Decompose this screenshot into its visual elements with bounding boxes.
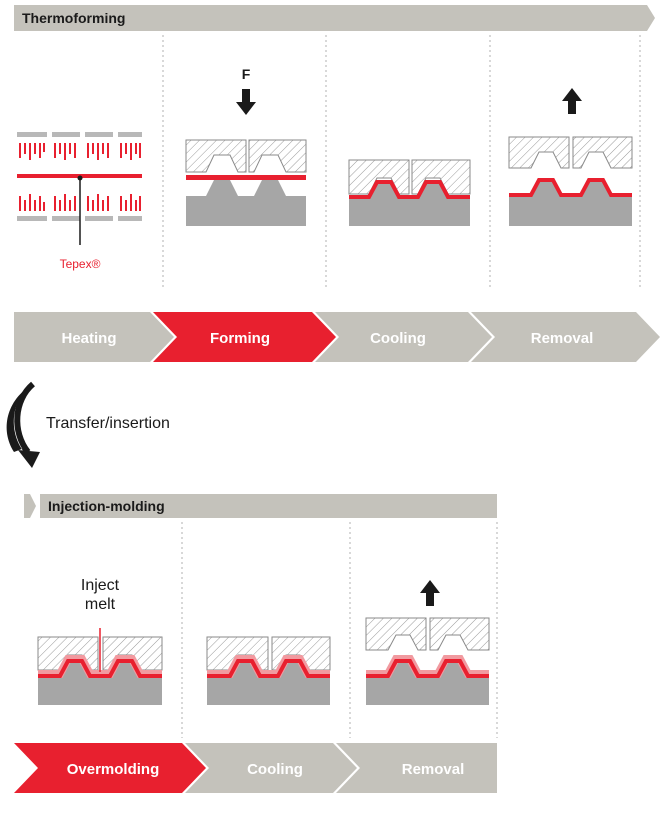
thermoforming-header: Thermoforming xyxy=(14,5,655,31)
inject-label-line2: melt xyxy=(85,596,116,613)
stage-separators-bottom xyxy=(181,522,498,738)
thermoforming-steps: Heating Forming Cooling Removal xyxy=(14,312,660,362)
step-injection-cooling xyxy=(185,743,357,793)
forming-illustration: F xyxy=(185,66,307,226)
transfer-label: Transfer/insertion xyxy=(46,415,170,432)
step-overmolding xyxy=(14,743,206,793)
injection-cooling-illustration xyxy=(206,636,331,705)
inject-label-line1: Inject xyxy=(81,577,120,594)
heating-illustration: Tepex® xyxy=(17,132,142,271)
step-removal xyxy=(471,312,660,362)
step-removal-label: Removal xyxy=(531,330,594,347)
step-heating xyxy=(14,312,174,362)
injection-steps: Overmolding Cooling Removal xyxy=(14,743,497,793)
step-injection-removal xyxy=(336,743,497,793)
injection-header: Injection-molding xyxy=(24,494,497,518)
cooling-illustration xyxy=(348,159,471,226)
heat-radiation-top xyxy=(19,143,141,160)
step-forming xyxy=(153,312,336,362)
force-label: F xyxy=(242,66,251,82)
thermoforming-title: Thermoforming xyxy=(22,10,125,26)
step-injection-cooling-label: Cooling xyxy=(247,761,303,778)
overmolding-illustration: Inject melt xyxy=(37,577,163,705)
removal-illustration xyxy=(508,88,633,226)
step-injection-removal-label: Removal xyxy=(402,761,465,778)
injection-removal-illustration xyxy=(365,580,490,705)
step-cooling xyxy=(315,312,492,362)
step-overmolding-label: Overmolding xyxy=(67,761,160,778)
step-cooling-label: Cooling xyxy=(370,330,426,347)
heat-radiation-bottom xyxy=(19,194,141,211)
tepex-label: Tepex® xyxy=(60,257,101,271)
step-forming-label: Forming xyxy=(210,330,270,347)
injection-title: Injection-molding xyxy=(48,498,165,514)
step-heating-label: Heating xyxy=(61,330,116,347)
transfer-arrow: Transfer/insertion xyxy=(6,381,170,468)
